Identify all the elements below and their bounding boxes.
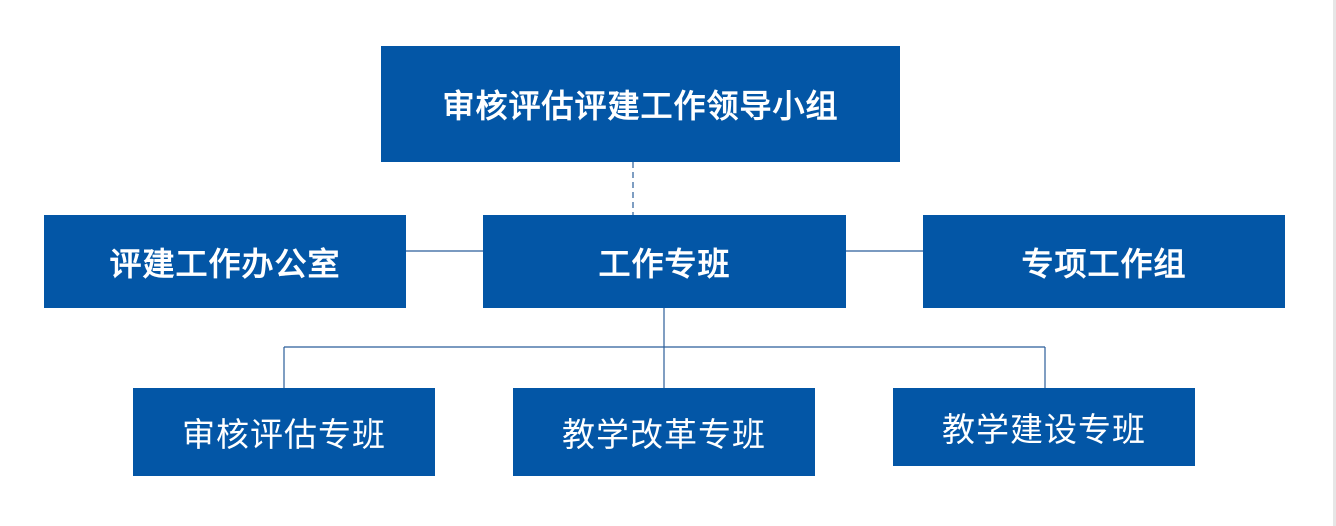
node-special-work-group: 专项工作组 — [923, 215, 1285, 308]
node-teaching-reform-team-label: 教学改革专班 — [562, 415, 766, 454]
node-teaching-reform-team: 教学改革专班 — [513, 388, 815, 476]
node-work-team-label: 工作专班 — [598, 244, 731, 283]
node-audit-evaluation-team: 审核评估专班 — [133, 388, 435, 476]
node-teaching-construction-team-label: 教学建设专班 — [942, 410, 1146, 449]
node-work-team: 工作专班 — [483, 215, 846, 308]
root-node-leadership-group: 审核评估评建工作领导小组 — [381, 46, 900, 162]
node-evaluation-office: 评建工作办公室 — [44, 215, 406, 308]
page-edge-divider — [1333, 0, 1336, 526]
node-special-work-group-label: 专项工作组 — [1021, 244, 1187, 283]
root-node-label: 审核评估评建工作领导小组 — [442, 87, 839, 125]
node-evaluation-office-label: 评建工作办公室 — [109, 244, 341, 283]
node-teaching-construction-team: 教学建设专班 — [893, 388, 1195, 466]
node-audit-evaluation-team-label: 审核评估专班 — [182, 415, 386, 454]
